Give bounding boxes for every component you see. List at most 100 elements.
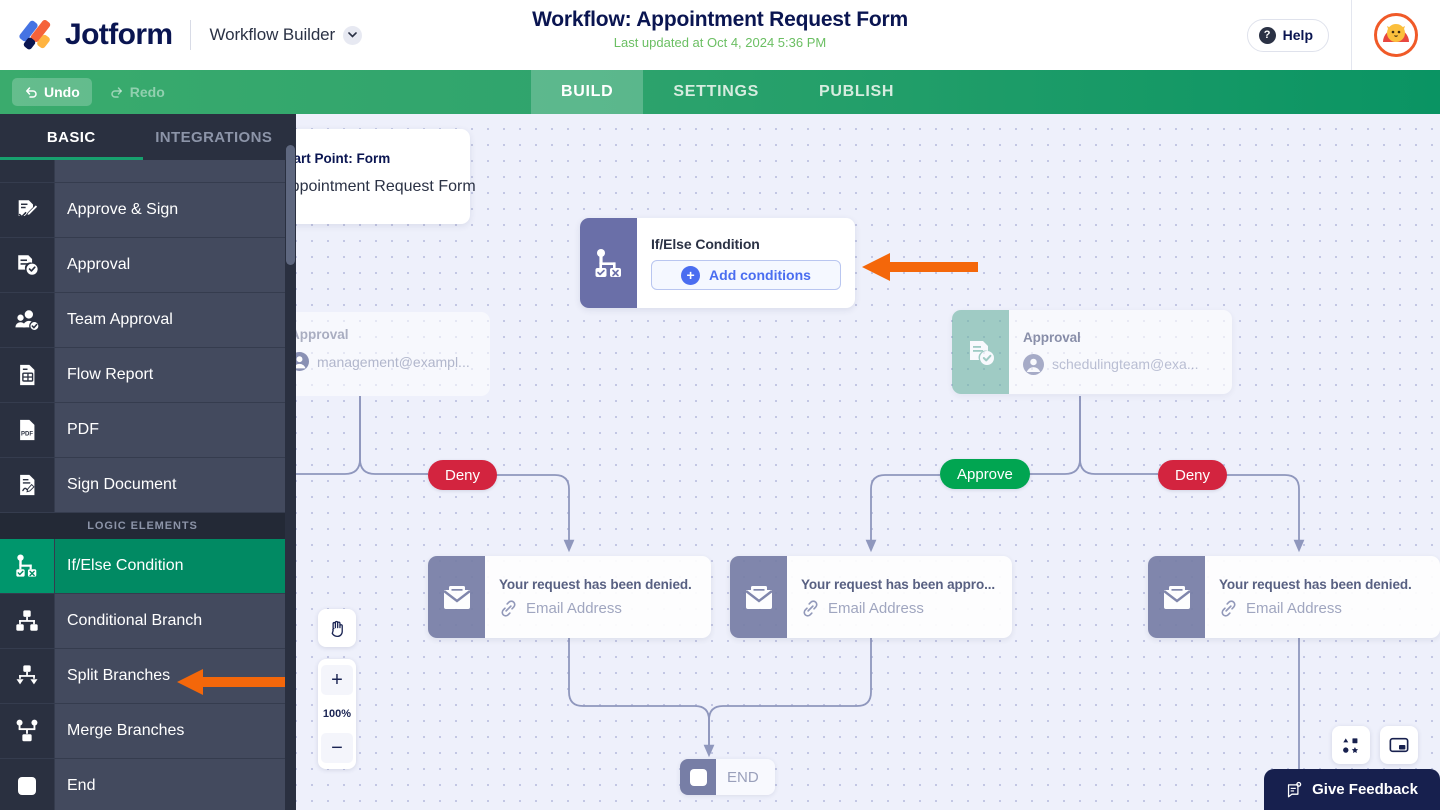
zoom-level: 100% <box>322 708 352 720</box>
sidebar-item-sign-document[interactable]: Sign Document <box>0 458 285 513</box>
sidebar-tabs: BASIC INTEGRATIONS <box>0 114 285 160</box>
left-sidebar: BASIC INTEGRATIONS Appr <box>0 114 288 810</box>
sidebar-item-label: If/Else Condition <box>67 557 184 574</box>
zoom-controls: + 100% − <box>318 659 356 769</box>
sidebar-tab-integrations[interactable]: INTEGRATIONS <box>155 128 273 146</box>
sidebar-item-split-branches[interactable]: Split Branches <box>0 649 285 704</box>
redo-button[interactable]: Redo <box>98 78 177 106</box>
question-mark-icon: ? <box>1258 26 1276 44</box>
avatar[interactable] <box>1374 13 1418 57</box>
email-icon <box>730 556 787 638</box>
brand-area[interactable]: Jotform Workflow Builder <box>0 18 363 52</box>
undo-button[interactable]: Undo <box>12 78 92 106</box>
feedback-icon <box>1288 781 1302 798</box>
sidebar-item-label: Approval <box>67 256 131 273</box>
help-label: Help <box>1282 27 1313 43</box>
start-point-title: Start Point: Form <box>285 151 391 166</box>
link-icon <box>803 599 818 617</box>
email-icon <box>1148 556 1205 638</box>
zoom-out-button[interactable]: − <box>321 733 353 763</box>
sidebar-item-label: Conditional Branch <box>67 612 203 629</box>
approval-left-title: Approval <box>290 327 349 342</box>
approval-icon <box>0 238 55 292</box>
workflow-canvas[interactable]: Start Point: Form Appointment Request Fo… <box>285 114 1440 810</box>
node-end[interactable]: END <box>680 759 775 795</box>
undo-redo-group: Undo Redo <box>0 78 177 106</box>
zoom-in-button[interactable]: + <box>321 665 353 695</box>
split-branches-icon <box>0 649 55 703</box>
flow-report-icon <box>0 348 55 402</box>
approval-left-email-row: management@exampl... <box>290 352 470 371</box>
bottom-right-tools <box>1332 726 1418 764</box>
product-switcher[interactable]: Workflow Builder <box>209 25 363 45</box>
main-tabs: BUILD SETTINGS PUBLISH <box>531 70 924 114</box>
approval-right-email-row: schedulingteam@exa... <box>1023 353 1218 375</box>
pdf-icon: PDF <box>0 403 55 457</box>
sidebar-item-conditional-branch[interactable]: Conditional Branch <box>0 594 285 649</box>
sidebar-item-partial[interactable] <box>0 160 285 183</box>
sidebar-item-label: Sign Document <box>67 476 177 493</box>
sidebar-item-pdf[interactable]: PDF PDF <box>0 403 285 458</box>
email-title: Your request has been denied. <box>1219 576 1412 592</box>
team-approval-icon <box>0 293 55 347</box>
sidebar-item-end[interactable]: End <box>0 759 285 810</box>
tab-settings[interactable]: SETTINGS <box>673 83 759 100</box>
add-conditions-label: Add conditions <box>709 267 811 283</box>
header-right-actions: ? Help <box>1246 0 1440 70</box>
email-placeholder: Email Address <box>526 599 622 617</box>
email-address-row[interactable]: Email Address <box>801 599 998 618</box>
sidebar-item-merge-branches[interactable]: Merge Branches <box>0 704 285 759</box>
redo-icon <box>111 87 122 98</box>
sidebar-item-label: End <box>67 777 96 794</box>
sidebar-item-label: Split Branches <box>67 667 171 684</box>
undo-label: Undo <box>44 84 80 100</box>
minimap-icon[interactable] <box>1380 726 1418 764</box>
sidebar-item-team-approval[interactable]: Team Approval <box>0 293 285 348</box>
branch-pill-deny-1[interactable]: Deny <box>428 460 498 490</box>
add-conditions-button[interactable]: + Add conditions <box>651 260 841 290</box>
email-address-row[interactable]: Email Address <box>499 599 697 618</box>
sidebar-item-if-else-condition[interactable]: If/Else Condition <box>0 539 285 594</box>
node-approval-left[interactable]: Approval management@exampl... <box>285 312 490 396</box>
sidebar-tab-basic[interactable]: BASIC <box>0 114 143 160</box>
sidebar-item-approve-sign[interactable]: Approve & Sign <box>0 183 285 238</box>
pan-tool-button[interactable] <box>318 609 356 647</box>
tab-build[interactable]: BUILD <box>531 70 644 114</box>
sidebar-item-label: Merge Branches <box>67 722 185 739</box>
top-header: Jotform Workflow Builder Workflow: Appoi… <box>0 0 1440 70</box>
partial-icon <box>0 160 55 182</box>
shapes-icon[interactable] <box>1332 726 1370 764</box>
node-if-else-condition[interactable]: If/Else Condition + Add conditions <box>580 218 855 308</box>
redo-label: Redo <box>129 84 165 100</box>
approval-left-email: management@exampl... <box>317 353 470 370</box>
node-approval-right[interactable]: Approval schedulingteam@exa... <box>952 310 1232 394</box>
sidebar-section-logic-elements: LOGIC ELEMENTS <box>0 513 285 539</box>
email-placeholder: Email Address <box>1246 599 1342 617</box>
sidebar-item-approval[interactable]: Approval <box>0 238 285 293</box>
node-start-point[interactable]: Start Point: Form Appointment Request Fo… <box>285 129 476 224</box>
connector-edges <box>285 396 1305 810</box>
chevron-down-icon[interactable] <box>343 25 363 45</box>
end-icon <box>0 759 55 810</box>
sidebar-item-label: PDF <box>67 421 99 438</box>
tab-publish[interactable]: PUBLISH <box>819 83 895 100</box>
branch-pill-approve[interactable]: Approve <box>940 459 1030 489</box>
sidebar-item-flow-report[interactable]: Flow Report <box>0 348 285 403</box>
node-email-approved[interactable]: Your request has been appro... Email Add… <box>730 556 1012 638</box>
approve-sign-icon <box>0 183 55 237</box>
sidebar-element-list[interactable]: Approve & Sign Approval <box>0 160 285 810</box>
give-feedback-button[interactable]: Give Feedback <box>1264 769 1440 810</box>
if-else-icon <box>580 218 637 308</box>
branch-pill-deny-2[interactable]: Deny <box>1158 460 1228 490</box>
help-button[interactable]: ? Help <box>1246 18 1329 52</box>
link-icon <box>501 599 516 617</box>
scrollbar-thumb[interactable] <box>286 145 295 265</box>
product-label: Workflow Builder <box>209 25 336 44</box>
node-email-denied-1[interactable]: Your request has been denied. Email Addr… <box>428 556 711 638</box>
email-address-row[interactable]: Email Address <box>1219 599 1426 618</box>
node-email-denied-2[interactable]: Your request has been denied. Email Addr… <box>1148 556 1440 638</box>
end-icon <box>680 759 716 795</box>
canvas-vertical-scrollbar[interactable] <box>285 114 296 810</box>
link-icon <box>1221 599 1236 617</box>
start-point-form-name: Appointment Request Form <box>285 178 476 195</box>
